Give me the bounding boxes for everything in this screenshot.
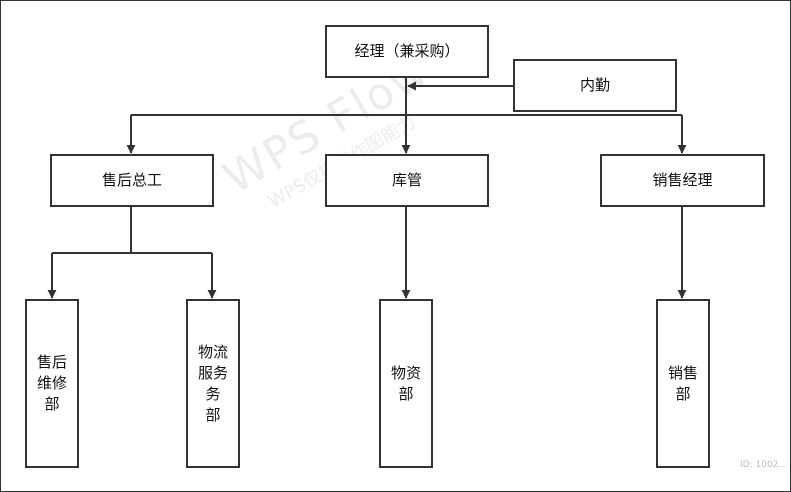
node-internal-affairs-label: 内勤 bbox=[579, 76, 610, 95]
node-logistics-dept[interactable]: 物流 服务务 部 bbox=[186, 299, 240, 468]
node-materials-dept[interactable]: 物资 部 bbox=[379, 299, 433, 468]
node-sales-dept[interactable]: 销售 部 bbox=[656, 299, 710, 468]
node-manager[interactable]: 经理（兼采购） bbox=[325, 25, 489, 78]
corner-mark: ID: 1002... bbox=[740, 460, 787, 470]
node-internal-affairs[interactable]: 内勤 bbox=[513, 59, 677, 112]
node-logistics-dept-line-3: 部 bbox=[205, 405, 221, 424]
node-materials-dept-line-2: 部 bbox=[398, 384, 414, 403]
node-materials-dept-line-1: 物资 bbox=[390, 363, 421, 382]
node-sales-manager[interactable]: 销售经理 bbox=[600, 154, 765, 207]
node-logistics-dept-line-1: 物流 bbox=[197, 342, 228, 361]
node-warehouse[interactable]: 库管 bbox=[325, 154, 489, 207]
node-after-sales-dept[interactable]: 售后 维修 部 bbox=[25, 299, 79, 468]
node-after-sales-dept-line-3: 部 bbox=[44, 395, 60, 413]
node-logistics-dept-line-2: 服务务 bbox=[197, 363, 228, 403]
node-after-sales-chief-label: 售后总工 bbox=[101, 171, 162, 190]
node-after-sales-dept-line-1: 售后 bbox=[36, 353, 67, 371]
node-warehouse-label: 库管 bbox=[391, 171, 422, 190]
node-after-sales-dept-line-2: 维修 bbox=[36, 374, 67, 392]
node-sales-dept-line-1: 销售 bbox=[667, 363, 698, 382]
node-manager-label: 经理（兼采购） bbox=[354, 42, 460, 61]
node-sales-manager-label: 销售经理 bbox=[652, 171, 713, 190]
node-after-sales-chief[interactable]: 售后总工 bbox=[50, 154, 214, 207]
node-sales-dept-line-2: 部 bbox=[675, 384, 691, 403]
